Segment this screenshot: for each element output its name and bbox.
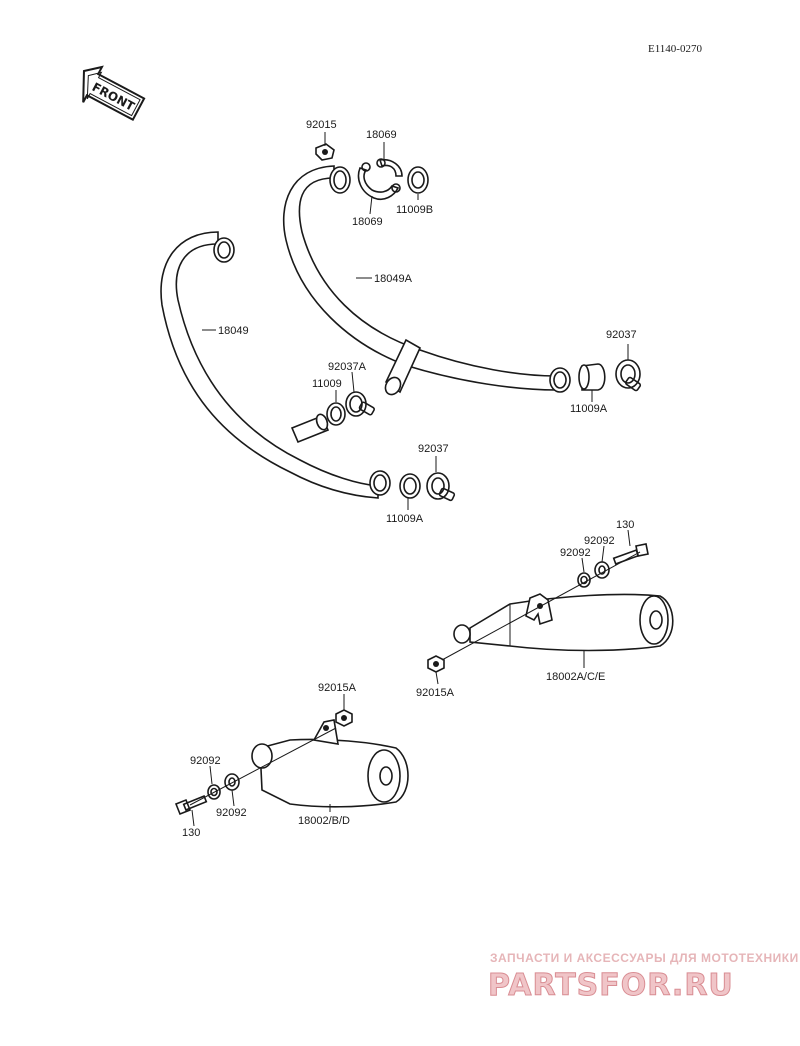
label-11009A-right: 11009A <box>570 403 608 415</box>
leader-lines <box>191 132 631 827</box>
label-92092-upper-a: 92092 <box>584 535 615 547</box>
label-92037-right: 92037 <box>606 329 637 341</box>
watermark-tagline: ЗАПЧАСТИ И АКСЕССУАРЫ ДЛЯ МОТОТЕХНИКИ <box>490 951 799 965</box>
collar-92092-upper-a-icon <box>577 572 591 588</box>
label-18049: 18049 <box>218 325 249 337</box>
muffler-18002BD <box>251 719 409 808</box>
watermark-brand: PARTSFOR.RU <box>488 968 734 1003</box>
label-92092-lower-b: 92092 <box>216 807 247 819</box>
clamp-92037-right-icon <box>615 359 642 392</box>
label-18002ACE: 18002A/C/E <box>546 671 605 683</box>
diagram-code: E1140-0270 <box>648 43 702 55</box>
label-18069-bottom: 18069 <box>352 216 383 228</box>
bolt-130-upper-icon <box>612 543 649 565</box>
muffler-18002ACE <box>453 593 674 652</box>
label-18002BD: 18002/B/D <box>298 815 350 827</box>
holder-18069-icon <box>357 158 403 201</box>
label-92092-lower-a: 92092 <box>190 755 221 767</box>
nut-92015A-lower-icon <box>335 709 353 727</box>
clamp-92037-lower-icon <box>426 472 456 502</box>
label-18069-top: 18069 <box>366 129 397 141</box>
label-11009B: 11009B <box>396 204 433 216</box>
front-arrow-icon: FRONT <box>82 65 146 122</box>
label-130-lower: 130 <box>182 827 200 839</box>
label-92092-upper-b: 92092 <box>560 547 591 559</box>
gasket-11009A-right-icon <box>578 363 606 391</box>
label-11009: 11009 <box>312 378 342 390</box>
label-18049A: 18049A <box>374 273 413 285</box>
label-11009A-lower: 11009A <box>386 513 424 525</box>
bolt-130-lower-icon <box>174 795 208 816</box>
exhaust-pipe-18049A <box>282 165 571 396</box>
gasket-11009B-icon <box>407 166 429 194</box>
label-92015A-upper: 92015A <box>416 687 455 699</box>
label-130-upper: 130 <box>616 519 634 531</box>
exhaust-pipe-18049 <box>160 231 391 499</box>
label-92015A-lower: 92015A <box>318 682 357 694</box>
gasket-11009A-lower-icon <box>399 473 421 499</box>
label-92015-top: 92015 <box>306 119 337 131</box>
part-labels: 92015 18069 18069 11009B 18049A 18049 92… <box>182 119 637 839</box>
clamp-92037A-icon <box>345 391 375 417</box>
nut-92015A-upper-icon <box>427 655 445 673</box>
label-92037-lower: 92037 <box>418 443 449 455</box>
nut-92015-icon <box>315 143 335 161</box>
label-92037A: 92037A <box>328 361 367 373</box>
gasket-11009-icon <box>326 402 346 426</box>
collar-92092-lower-b-icon <box>224 773 240 791</box>
watermark: ЗАПЧАСТИ И АКСЕССУАРЫ ДЛЯ МОТОТЕХНИКИ PA… <box>488 951 799 1004</box>
